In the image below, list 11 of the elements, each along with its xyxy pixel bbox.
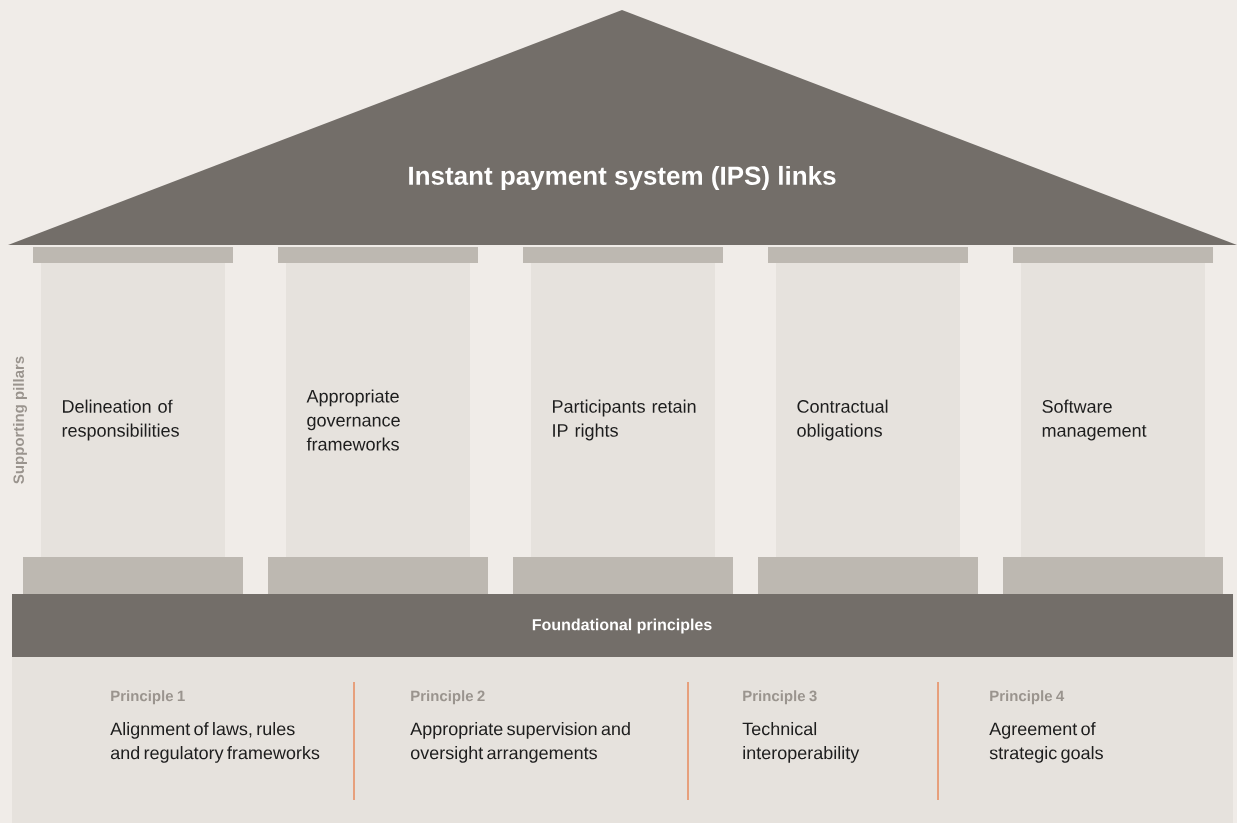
pillar: Appropriate governance frameworks [268, 247, 488, 594]
principle-column: Principle 3 Technical interoperability [742, 690, 860, 763]
pillar: Contractual obligations [758, 247, 978, 594]
principle-column: Principle 4 Agreement of strategic goals [989, 690, 1103, 763]
principle-column: Principle 2 Appropriate supervision and oversight arrangements [410, 690, 630, 763]
pillar: Software management [1003, 247, 1223, 594]
foundation-band: Foundational principles [12, 594, 1233, 657]
foundation-panel [12, 657, 1233, 823]
principle-column: Principle 1 Alignment of laws, rules and regulatory frameworks [110, 690, 320, 763]
pillar: Participants retain IP rights [513, 247, 733, 594]
roof: Instant payment system (IPS) links [8, 10, 1237, 245]
